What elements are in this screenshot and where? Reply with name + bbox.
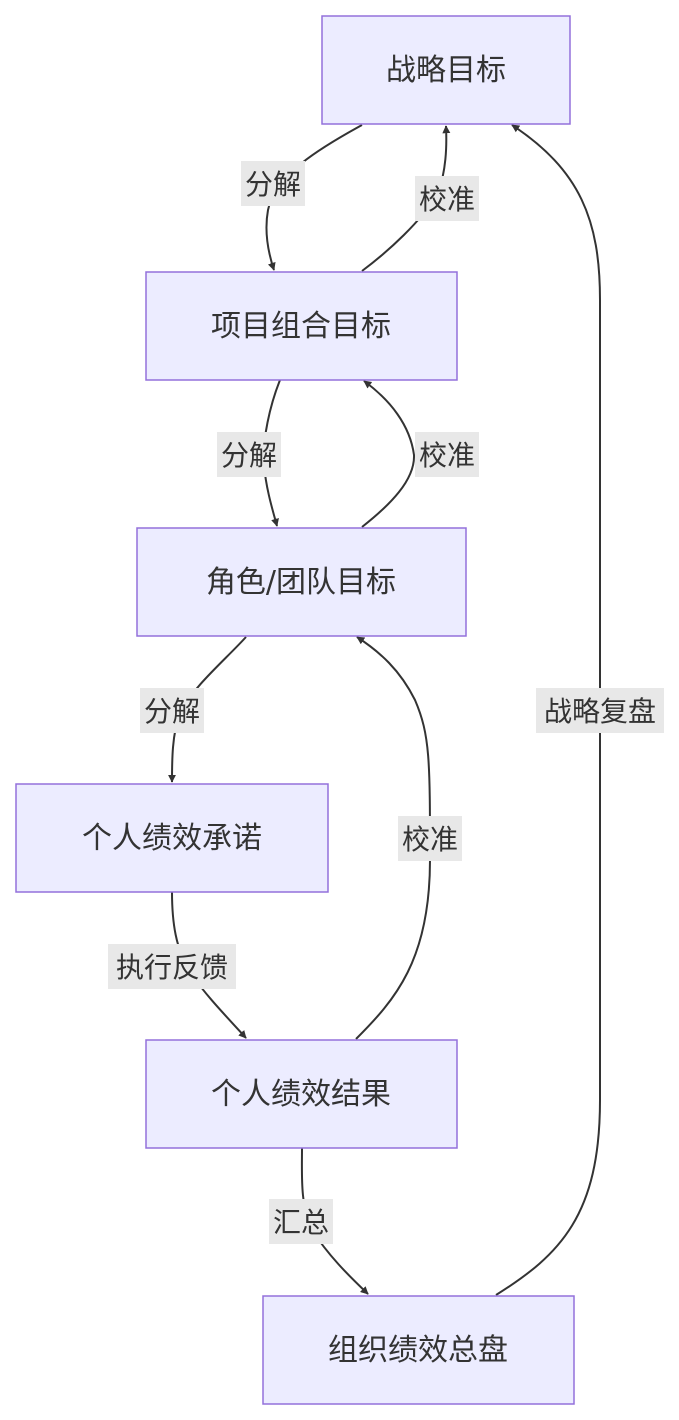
svg-text:执行反馈: 执行反馈 — [116, 951, 228, 984]
svg-text:组织绩效总盘: 组织绩效总盘 — [328, 1333, 508, 1368]
node-individual-result: 个人绩效结果 — [145, 1039, 458, 1149]
svg-text:战略目标: 战略目标 — [386, 53, 506, 88]
node-org-summary: 组织绩效总盘 — [262, 1295, 575, 1405]
svg-text:分解: 分解 — [144, 695, 200, 728]
svg-text:个人绩效承诺: 个人绩效承诺 — [82, 821, 262, 856]
node-role-team-goal: 角色/团队目标 — [136, 527, 467, 637]
svg-text:校准: 校准 — [402, 823, 458, 856]
edge-label-result-to-summary: 汇总 — [269, 1199, 333, 1244]
svg-text:汇总: 汇总 — [273, 1206, 329, 1239]
svg-text:战略复盘: 战略复盘 — [544, 695, 656, 728]
svg-text:分解: 分解 — [245, 168, 301, 201]
svg-text:分解: 分解 — [221, 439, 277, 472]
edge-result-to-role — [355, 636, 432, 1040]
edge-label-portfolio-to-role: 分解 — [217, 432, 281, 477]
edge-summary-to-strategic — [495, 124, 601, 1296]
svg-text:个人绩效结果: 个人绩效结果 — [211, 1077, 391, 1112]
edge-labels: 分解 校准 分解 校准 分解 校准 执行反馈 汇总 — [108, 161, 664, 1244]
svg-text:校准: 校准 — [419, 439, 475, 472]
edge-label-summary-to-strategic: 战略复盘 — [536, 688, 664, 733]
edge-label-commitment-to-result: 执行反馈 — [108, 944, 236, 989]
edge-label-role-to-commitment: 分解 — [140, 688, 204, 733]
edge-role-to-portfolio — [361, 380, 416, 528]
svg-text:校准: 校准 — [419, 183, 475, 216]
nodes: 战略目标 项目组合目标 角色/团队目标 个人绩效承诺 个人绩效结果 组织绩效总盘 — [15, 15, 575, 1405]
node-project-portfolio-goal: 项目组合目标 — [145, 271, 458, 381]
svg-text:项目组合目标: 项目组合目标 — [211, 309, 391, 344]
svg-text:角色/团队目标: 角色/团队目标 — [206, 565, 396, 600]
edge-label-result-to-role: 校准 — [398, 816, 462, 861]
edge-label-portfolio-to-strategic: 校准 — [415, 176, 479, 221]
node-strategic-goal: 战略目标 — [321, 15, 571, 125]
node-individual-commitment: 个人绩效承诺 — [15, 783, 329, 893]
edge-label-strategic-to-portfolio: 分解 — [241, 161, 305, 206]
edge-label-role-to-portfolio: 校准 — [415, 432, 479, 477]
